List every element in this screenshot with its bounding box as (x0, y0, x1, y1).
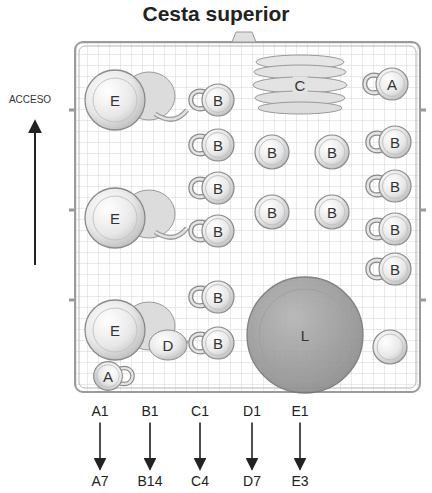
range-text: A1 (91, 403, 108, 420)
range-text: B1 (141, 403, 158, 420)
range-text: E1 (291, 403, 308, 420)
cup (315, 195, 349, 229)
bowl (85, 70, 187, 130)
diagram-title: Cesta superior (0, 1, 432, 27)
bowl (85, 300, 187, 360)
item-letter: L (301, 328, 309, 343)
item-letter: B (213, 224, 223, 239)
basket-hooks (69, 110, 426, 300)
range-text: D1 (243, 403, 261, 420)
range-label: D7 (240, 472, 264, 491)
item-letter: B (267, 145, 277, 160)
bowl (85, 188, 187, 248)
cup (368, 253, 411, 285)
range-text: C1 (191, 403, 209, 420)
large-bowl-rim (259, 289, 351, 381)
direction-label: ACCESO (9, 95, 51, 105)
spray-connector (232, 32, 256, 42)
cup (365, 68, 408, 100)
range-label: C4 (188, 472, 212, 491)
cup (255, 195, 289, 229)
range-arrow (299, 423, 301, 470)
range-arrow (99, 423, 101, 470)
small-dish (149, 330, 187, 360)
access-arrow (34, 122, 36, 265)
item-letter: E (110, 323, 120, 338)
cup (315, 135, 349, 169)
item-letter: B (213, 336, 223, 351)
cup (373, 330, 407, 364)
range-arrow (251, 423, 253, 470)
item-letter: E (110, 211, 120, 226)
item-letter: B (327, 205, 337, 220)
cup (191, 215, 234, 247)
range-text: D7 (243, 473, 261, 490)
large-bowl (247, 277, 363, 393)
item-letter: B (390, 179, 400, 194)
range-label: E3 (288, 472, 311, 491)
range-label: C1 (188, 402, 212, 421)
cup (368, 170, 411, 202)
cup (368, 213, 411, 245)
cup (191, 327, 234, 359)
plates (253, 55, 347, 114)
item-letter: C (293, 77, 308, 94)
cup (191, 281, 234, 313)
range-text: A7 (91, 473, 108, 490)
range-arrow (199, 423, 201, 470)
cup (368, 126, 411, 158)
cup (255, 135, 289, 169)
item-letter: B (213, 138, 223, 153)
range-arrow (149, 423, 151, 470)
range-label: A1 (88, 402, 111, 421)
range-label: B1 (138, 402, 161, 421)
item-letter: B (267, 205, 277, 220)
item-letter: B (327, 145, 337, 160)
range-label: B14 (135, 472, 166, 491)
item-letter: B (390, 135, 400, 150)
basket-frame (75, 42, 420, 392)
range-text: B14 (138, 473, 163, 490)
item-letter: A (103, 369, 113, 384)
range-label: D1 (240, 402, 264, 421)
cup (191, 84, 234, 116)
item-letter: D (163, 338, 174, 353)
item-letter: B (213, 181, 223, 196)
item-letter: B (213, 290, 223, 305)
range-text: C4 (191, 473, 209, 490)
item-letter: E (110, 93, 120, 108)
range-label: E1 (288, 402, 311, 421)
range-label: A7 (88, 472, 111, 491)
cup (191, 172, 234, 204)
item-letter: B (213, 93, 223, 108)
cup (191, 129, 234, 161)
item-letter: B (390, 262, 400, 277)
item-letter: A (387, 77, 397, 92)
cup (94, 362, 133, 391)
item-letter: B (390, 222, 400, 237)
range-text: E3 (291, 473, 308, 490)
